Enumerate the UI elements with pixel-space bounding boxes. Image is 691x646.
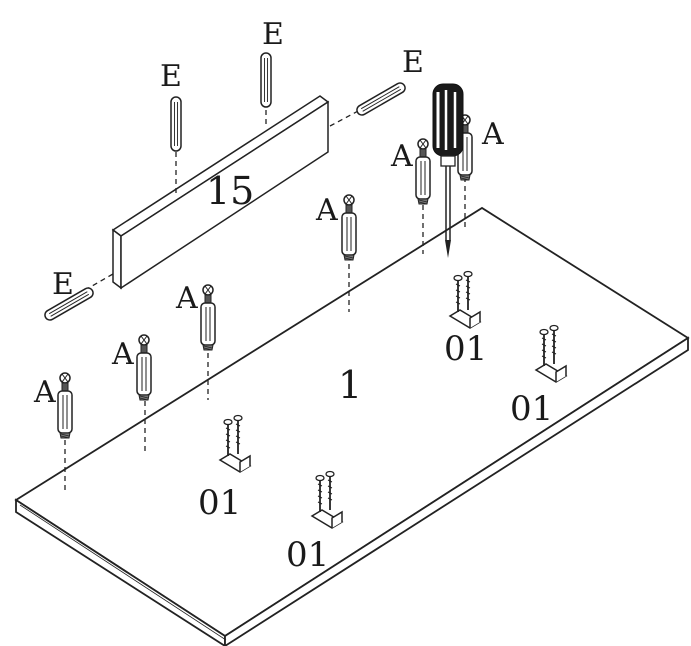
label-panel-main: 1 [338,363,362,407]
dowel-3 [356,82,406,116]
cam-bolt-4 [341,194,357,261]
label-bracket-2: 01 [510,389,553,429]
cam-bolt-5 [415,138,431,205]
label-dowel-1: E [160,59,182,94]
label-cam-bolt-6: A [481,117,504,152]
label-cam-bolt-5: A [390,139,413,174]
label-cam-bolt-4: A [315,193,338,228]
screwdriver-icon [432,83,464,258]
label-cam-bolt-3: A [175,281,198,316]
cam-bolt-2 [136,334,152,401]
cam-bolt-3 [200,284,216,351]
dowel-1 [170,96,182,152]
panel-main [14,206,690,646]
dowel-2 [260,52,272,108]
label-dowel-2: E [262,17,284,52]
label-panel-board: 15 [206,169,254,213]
cam-bolt-1 [57,372,73,439]
dowel-4 [44,287,94,321]
label-cam-bolt-2: A [111,337,134,372]
label-bracket-4: 01 [286,535,329,575]
label-bracket-1: 01 [444,329,487,369]
panel-board [111,95,330,290]
label-bracket-3: 01 [198,483,241,523]
label-dowel-4: E [52,267,74,302]
label-dowel-3: E [402,45,424,80]
label-cam-bolt-1: A [33,375,56,410]
